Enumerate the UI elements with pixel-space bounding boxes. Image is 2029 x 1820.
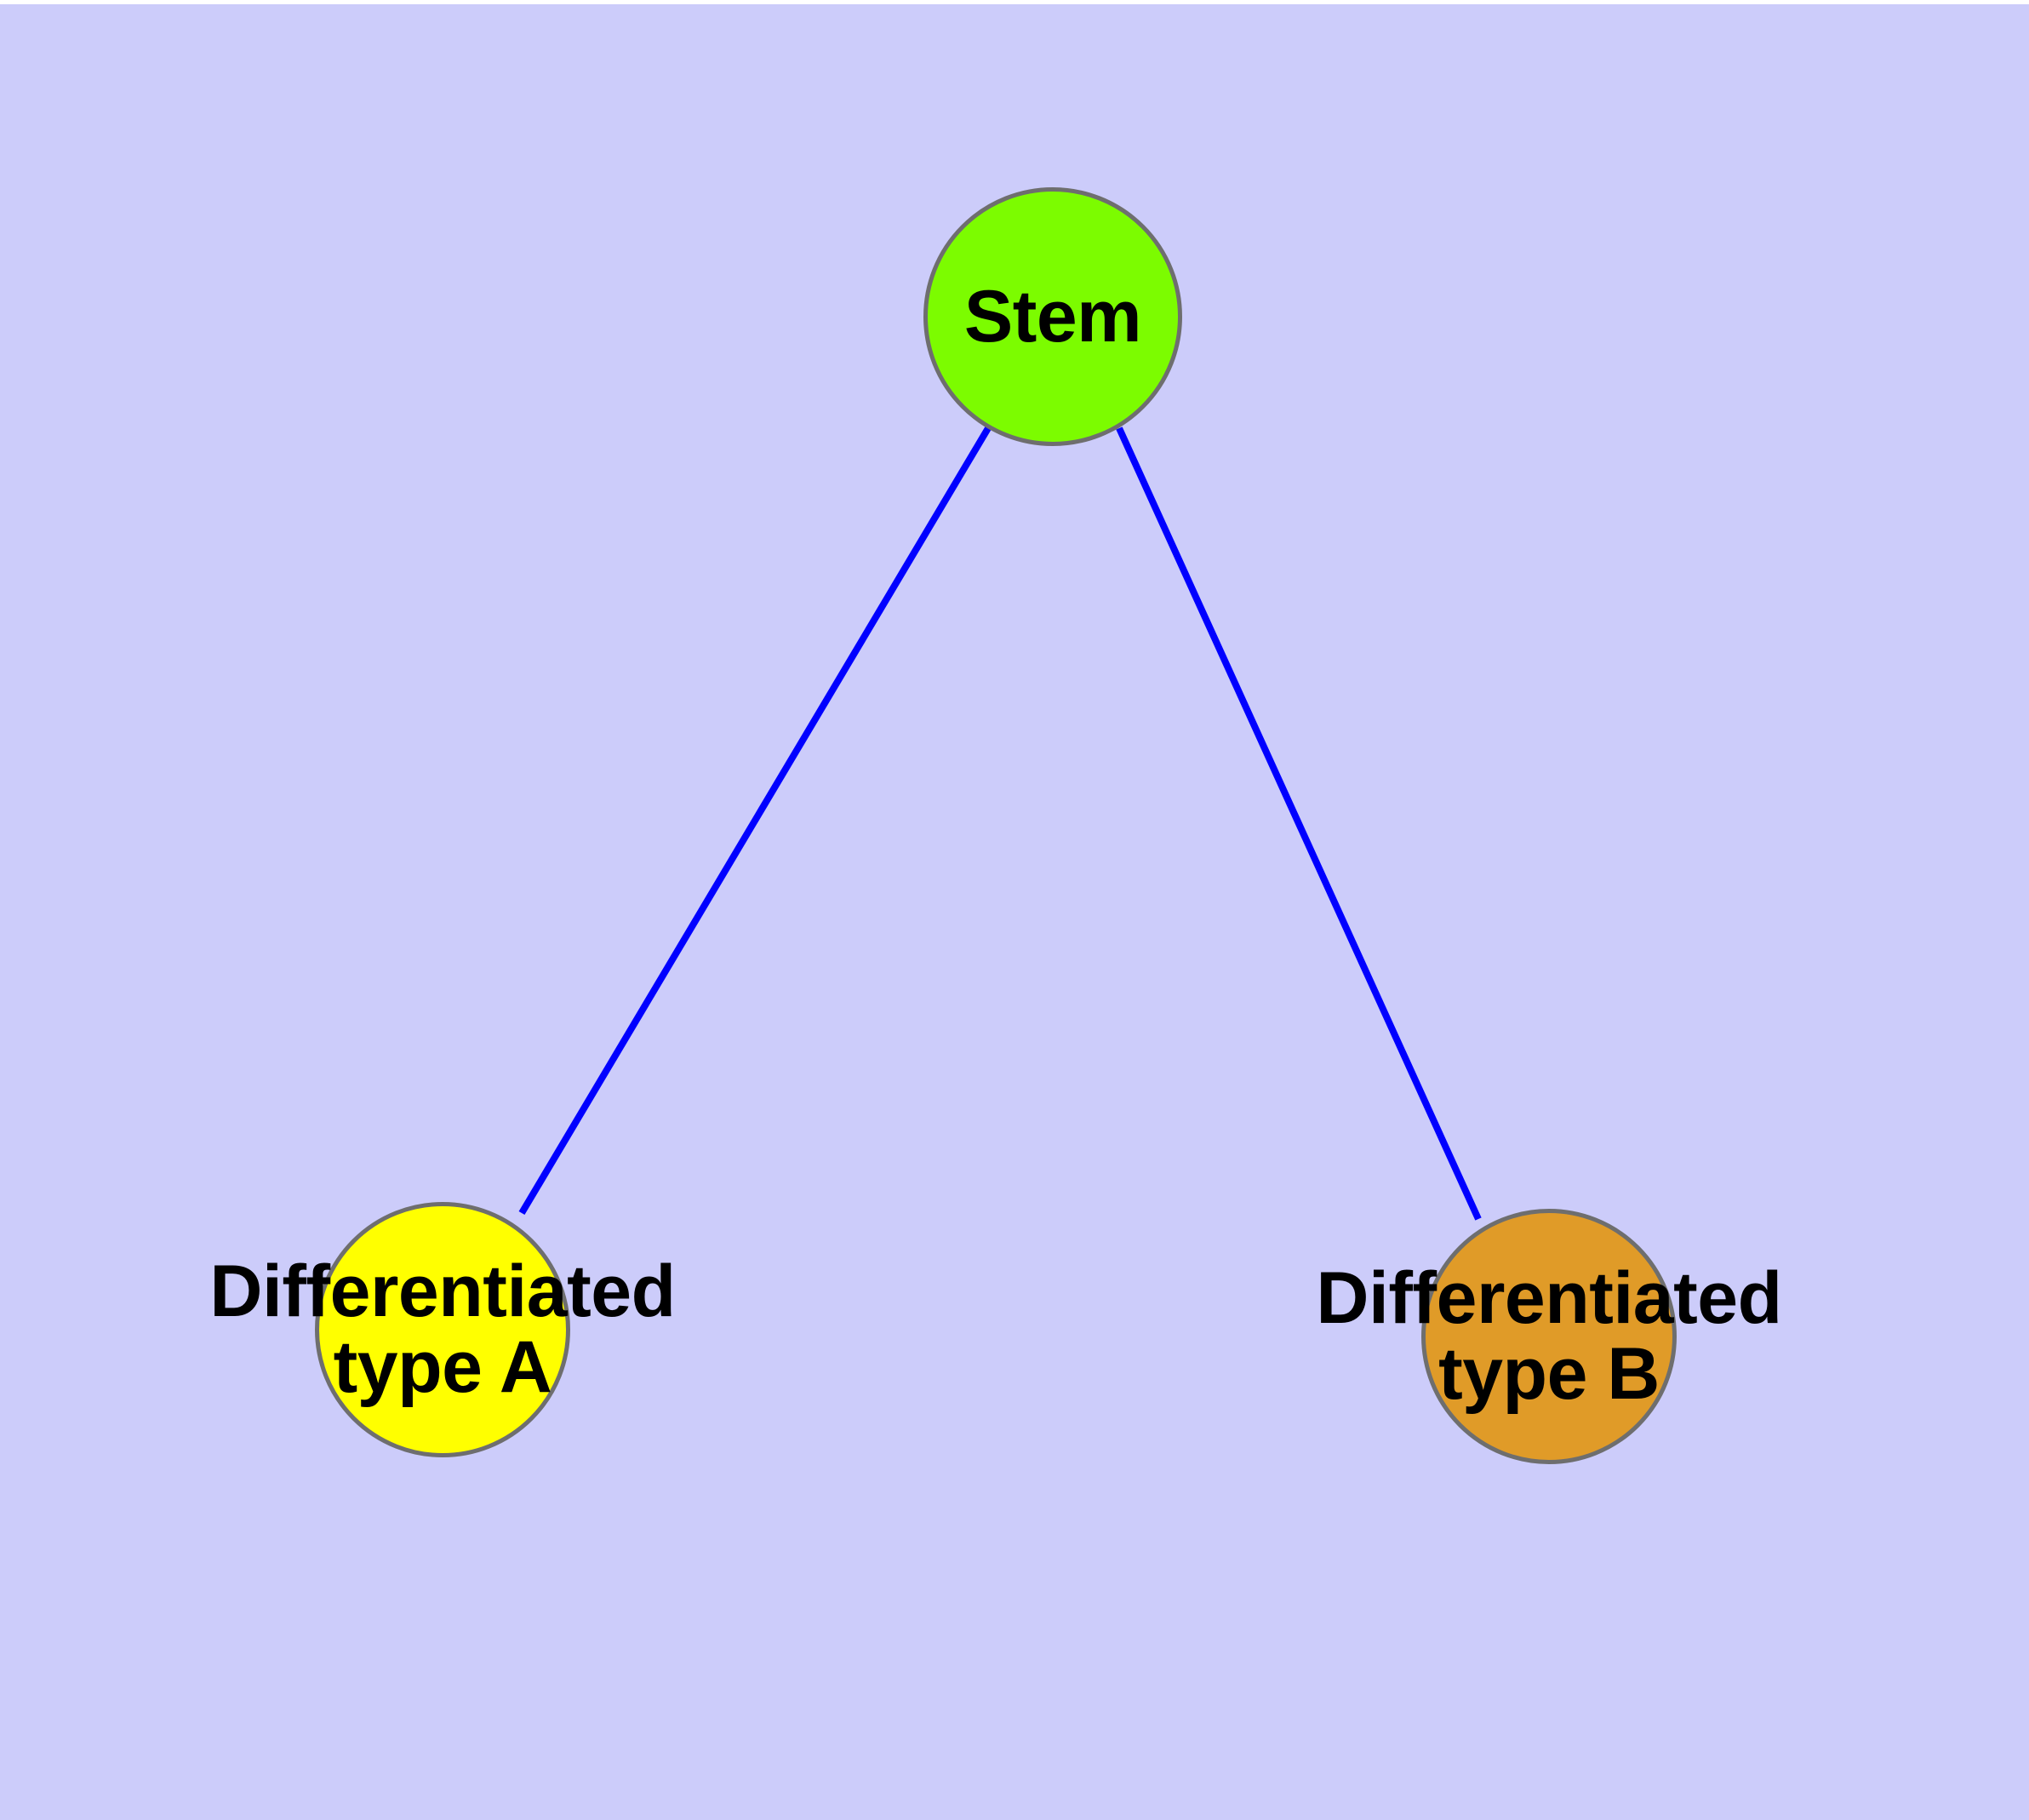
graph-node-diff_a[interactable]: [315, 1202, 570, 1457]
graph-node-stem[interactable]: [923, 187, 1182, 446]
graph-edge-stem-to-diff_a[interactable]: [518, 426, 992, 1216]
graph-edge-stem-to-diff_b[interactable]: [1116, 426, 1482, 1221]
edges-group: [518, 426, 1482, 1221]
graph-node-diff_b[interactable]: [1421, 1209, 1677, 1464]
